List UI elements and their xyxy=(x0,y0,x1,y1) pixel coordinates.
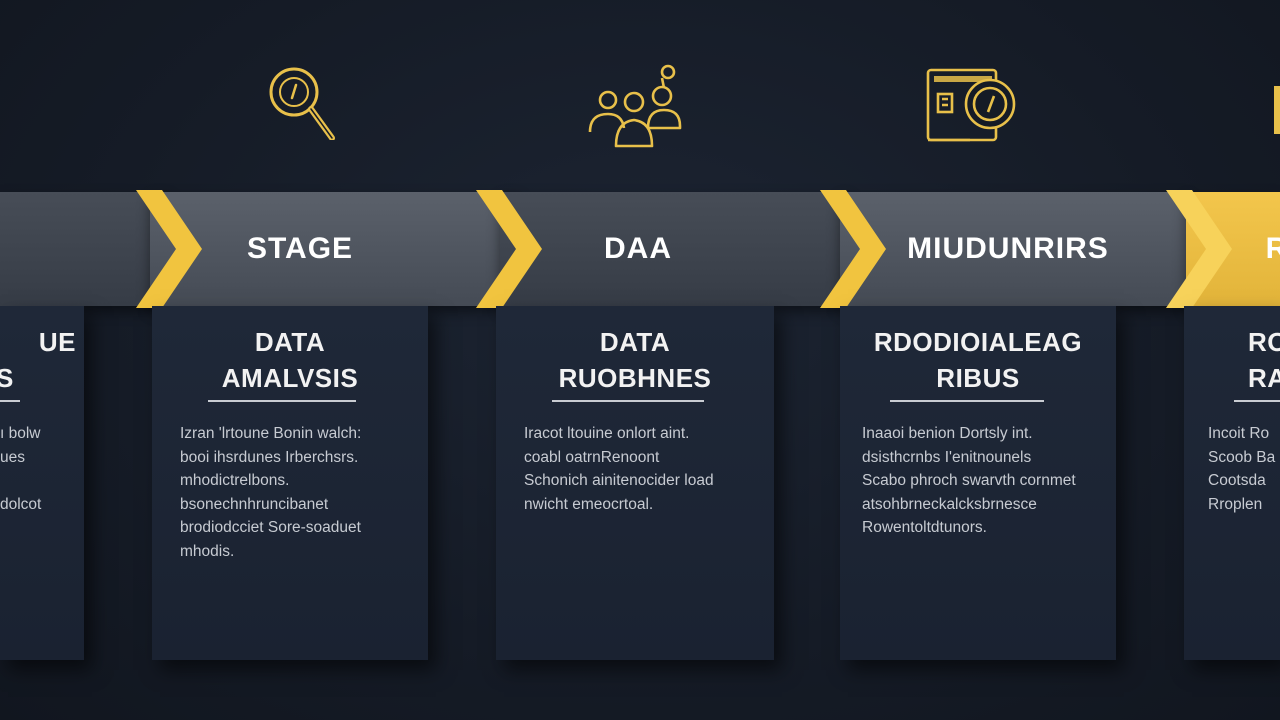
card-divider xyxy=(890,400,1044,402)
chevron-arrow-icon xyxy=(820,190,890,308)
card-divider xyxy=(208,400,356,402)
card-title: UE S xyxy=(0,327,76,393)
stage-band-3: MIUDUNRIRS xyxy=(840,192,1190,306)
people-group-icon xyxy=(586,62,686,148)
card-divider xyxy=(0,400,20,402)
card-body: ı bolw ues dolcot xyxy=(0,425,42,513)
stage-label: MIUDUNRIRS xyxy=(907,232,1109,265)
chevron-arrow-icon xyxy=(136,190,206,308)
card-divider xyxy=(552,400,704,402)
card-divider xyxy=(1234,400,1280,402)
card-title: RDODIOIALEAG RIBUS xyxy=(873,327,1083,393)
card-title: DATA RUOBHNES xyxy=(558,327,712,393)
stage-label: R xyxy=(1265,232,1280,265)
chevron-arrow-icon xyxy=(1166,190,1236,308)
stage-label: DAA xyxy=(604,232,672,265)
stage-card-4: RO RA Incoit Ro Scoob Ba Cootsda Rroplen xyxy=(1184,306,1280,660)
card-title: RO RA xyxy=(1248,327,1280,393)
magnifier-icon xyxy=(262,60,342,141)
stage-card-1: DATA AMALVSIS Izran 'lrtoune Bonin walch… xyxy=(152,306,428,660)
card-body: Iracot ltouine onlort aint. coabl oatrnR… xyxy=(524,425,714,513)
stage-band-0 xyxy=(0,192,170,306)
partial-icon xyxy=(1274,86,1280,134)
card-body: Incoit Ro Scoob Ba Cootsda Rroplen xyxy=(1208,425,1276,513)
stage-band-1: STAGE xyxy=(150,192,520,306)
stage-card-2: DATA RUOBHNES Iracot ltouine onlort aint… xyxy=(496,306,774,660)
card-body: Izran 'lrtoune Bonin walch: booi ihsrdun… xyxy=(180,425,362,560)
stage-card-0: UE S ı bolw ues dolcot xyxy=(0,306,84,660)
stage-band-2: DAA xyxy=(500,192,850,306)
stage-label: STAGE xyxy=(246,232,354,265)
card-title: DATA AMALVSIS xyxy=(221,327,359,393)
card-body: Inaaoi benion Dortsly int. dsisthcrnbs I… xyxy=(862,425,1076,536)
document-clock-icon xyxy=(924,66,1020,146)
chevron-arrow-icon xyxy=(476,190,546,308)
stage-card-3: RDODIOIALEAG RIBUS Inaaoi benion Dortsly… xyxy=(840,306,1116,660)
